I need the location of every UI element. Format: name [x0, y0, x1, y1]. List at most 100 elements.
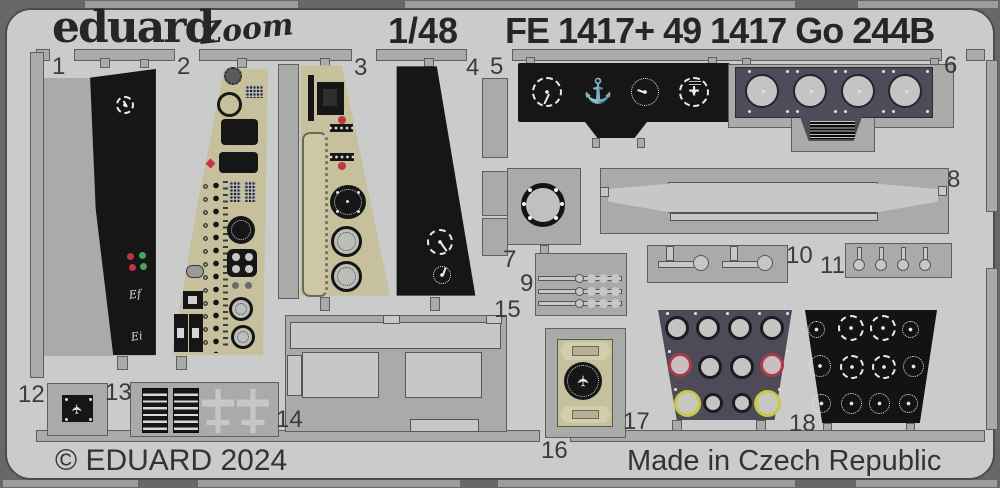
- step-plate-slot: [572, 410, 599, 419]
- gauge-counter-window: [689, 81, 701, 86]
- gauge-mount-ring: [229, 297, 253, 321]
- lever-stub: [666, 246, 674, 261]
- part-label-4: 4: [466, 54, 480, 81]
- part-4-gauge-small: [433, 266, 451, 284]
- part-label-14: 14: [276, 406, 303, 433]
- top-edge-highlight: [85, 1, 298, 8]
- placard-dot-strip: [330, 153, 354, 161]
- pin-ball: [919, 259, 931, 271]
- part-7-mount-ring: [521, 183, 565, 227]
- trim-bar: [308, 75, 314, 121]
- placard-black: [221, 119, 258, 145]
- part-14-panel: [405, 352, 482, 398]
- fret-tab: [237, 58, 247, 68]
- fret-tab: [906, 423, 915, 431]
- rod-beads: [575, 274, 584, 283]
- brand-logo: eduard: [52, 2, 215, 53]
- fret-rail-top: [512, 49, 942, 61]
- airspeed-gauge: [532, 77, 562, 107]
- rod-beads: [575, 287, 584, 296]
- part-label-15: 15: [494, 296, 521, 323]
- scale-label: 1/48: [388, 10, 459, 51]
- pin-ball: [875, 259, 887, 271]
- vent-grid: [245, 85, 263, 98]
- gauge-mount-ring: [231, 325, 255, 349]
- part-label-7: 7: [503, 246, 517, 273]
- gauge-needle: [440, 242, 448, 252]
- part-label-3: 3: [354, 54, 368, 81]
- box-face: [323, 89, 337, 106]
- part-8-end-tab: [938, 186, 947, 196]
- gauge-mount-ring: [331, 261, 362, 292]
- frame-filler: [482, 171, 508, 216]
- printed-gauge: [903, 356, 924, 377]
- bezel-hole-yellow: [674, 390, 701, 417]
- status-light-green: [139, 252, 146, 259]
- bezel-hole: [732, 393, 752, 413]
- fret-rail-left: [30, 52, 44, 378]
- made-in-text: Made in Czech Republic: [627, 445, 942, 477]
- part-14-panel: [302, 352, 379, 398]
- status-light-red: [127, 253, 134, 260]
- fret-tab: [637, 138, 645, 148]
- fret-tab: [430, 297, 440, 311]
- bezel-hole: [696, 316, 720, 340]
- printed-gauge: [809, 355, 831, 377]
- rivet-dots: [748, 70, 751, 73]
- hinge-strip: [302, 132, 328, 297]
- part-label-16: 16: [541, 437, 568, 464]
- switch-knob-column: [211, 179, 221, 353]
- vario-gauge: [631, 78, 659, 106]
- gauge-needle: [122, 100, 128, 108]
- gauge-needle: [543, 93, 550, 105]
- bezel-hole: [888, 74, 922, 108]
- placard-dot-strip: [330, 124, 353, 132]
- part-label-5: 5: [490, 53, 504, 80]
- part-5-lower-tab: [585, 122, 647, 138]
- instrument-cluster: [227, 216, 255, 244]
- part-label-13: 13: [105, 379, 132, 406]
- part-label-10: 10: [786, 242, 813, 269]
- part-label-8: 8: [947, 166, 961, 193]
- part-label-12: 12: [18, 381, 45, 408]
- rivet-dots: [666, 312, 669, 315]
- placard-script-mark: Ei: [130, 329, 144, 344]
- printed-gauge: [841, 393, 862, 414]
- product-code: FE 1417+ 49 1417 Go 244B: [505, 10, 935, 51]
- lever-slot-plate: [189, 314, 203, 352]
- instrument-box: [317, 82, 344, 115]
- pin-ball: [853, 259, 865, 271]
- status-light-green: [140, 263, 147, 270]
- part-label-17: 17: [623, 408, 650, 435]
- fret-rail-top: [376, 49, 467, 61]
- fret-rail-top: [74, 49, 175, 61]
- red-indicator: [338, 116, 346, 124]
- gauge-needle: [637, 88, 647, 94]
- quad-selector: [227, 249, 257, 277]
- part-4-gauge-large: [427, 229, 453, 255]
- part-label-18: 18: [789, 410, 816, 437]
- printed-gauge: [838, 315, 864, 341]
- printed-gauge: [872, 355, 896, 379]
- data-placard: [810, 121, 855, 139]
- printed-gauge: [840, 355, 864, 379]
- part-label-2: 2: [177, 53, 191, 80]
- part-14-side-piece: [287, 355, 302, 396]
- lever-stub: [730, 246, 738, 261]
- small-button: [245, 282, 252, 289]
- connector-oval: [186, 265, 204, 278]
- bezel-hole: [728, 316, 752, 340]
- bezel-hole: [745, 74, 779, 108]
- fret-tab: [176, 356, 187, 370]
- switch-hole-column: [201, 180, 210, 352]
- knurled-knob: [224, 67, 242, 85]
- placard-black: [219, 152, 258, 173]
- compass-cluster: [330, 185, 366, 219]
- part-8-center-strip: [668, 182, 878, 213]
- bottom-edge-highlight: [498, 480, 795, 487]
- bottom-edge-highlight: [3, 480, 138, 487]
- part-15-strip: [290, 322, 501, 349]
- compass-rose: ✈: [564, 362, 602, 400]
- printed-gauge: [902, 321, 919, 338]
